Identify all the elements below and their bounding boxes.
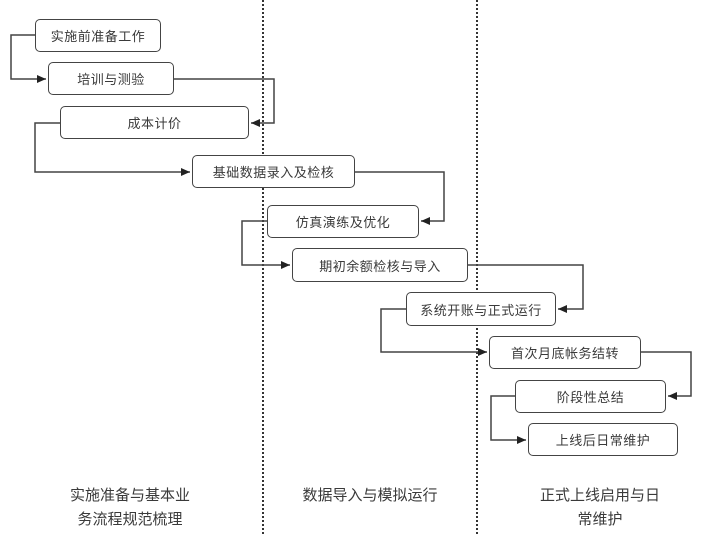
connector-8-9 [641, 351, 692, 400]
step-box-2: 培训与测验 [48, 62, 174, 95]
connector-4-5 [355, 171, 445, 225]
step-label: 仿真演练及优化 [295, 216, 391, 231]
phase-label-line: 数据导入与模拟运行 [302, 486, 438, 504]
step-box-4: 基础数据录入及检核 [192, 155, 355, 188]
step-box-10: 上线后日常维护 [528, 423, 678, 456]
phase-label-3: 正式上线启用与日 常维护 [500, 483, 700, 531]
connector-3-4 [34, 122, 190, 176]
step-label: 实施前准备工作 [50, 30, 146, 45]
step-box-8: 首次月底帐务结转 [489, 336, 641, 369]
step-label: 阶段性总结 [556, 391, 625, 406]
phase-label-line: 正式上线启用与日 [539, 486, 660, 504]
step-label: 首次月底帐务结转 [510, 347, 619, 362]
step-label: 期初余额检核与导入 [319, 259, 441, 275]
phase-label-2: 数据导入与模拟运行 [270, 483, 470, 507]
step-box-5: 仿真演练及优化 [267, 205, 419, 238]
step-label: 基础数据录入及检核 [212, 166, 335, 181]
phase-label-line: 实施准备与基本业 [69, 486, 190, 504]
connector-1-2 [10, 34, 46, 83]
step-box-1: 实施前准备工作 [35, 19, 161, 52]
connector-9-10 [490, 395, 526, 444]
phase-label-1: 实施准备与基本业 务流程规范梳理 [30, 483, 230, 531]
phase-label-line: 务流程规范梳理 [77, 510, 183, 528]
step-box-7: 系统开账与正式运行 [406, 292, 556, 326]
step-box-3: 成本计价 [60, 106, 249, 139]
step-box-9: 阶段性总结 [515, 380, 666, 413]
connector-5-6 [241, 220, 290, 269]
step-label: 成本计价 [127, 117, 182, 132]
connector-7-8 [380, 308, 487, 356]
step-label: 系统开账与正式运行 [420, 303, 542, 319]
connector-2-3 [174, 78, 275, 127]
phase-label-line: 常维护 [577, 510, 623, 528]
step-box-6: 期初余额检核与导入 [292, 248, 468, 282]
step-label: 上线后日常维护 [555, 434, 651, 449]
step-label: 培训与测验 [77, 73, 145, 88]
connector-6-7 [468, 264, 584, 313]
